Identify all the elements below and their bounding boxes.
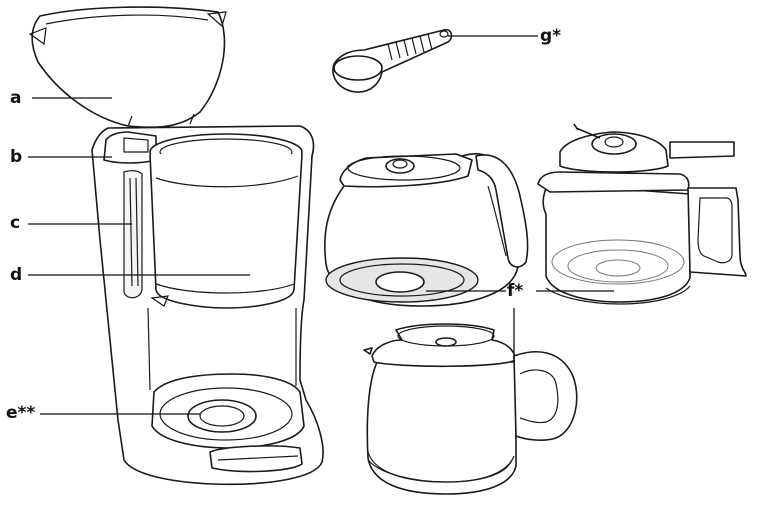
label-c: c bbox=[10, 213, 21, 233]
filter-holder bbox=[149, 133, 303, 309]
label-b: b bbox=[10, 147, 23, 167]
label-a: a bbox=[10, 88, 22, 108]
label-d: d bbox=[10, 265, 23, 285]
water-level-window bbox=[123, 170, 143, 299]
leader-lines bbox=[28, 35, 614, 415]
measuring-spoon bbox=[332, 28, 453, 93]
glass-carafe-alt bbox=[537, 123, 747, 305]
thermal-carafe bbox=[363, 323, 578, 495]
coffee-maker bbox=[28, 6, 324, 486]
glass-carafe bbox=[324, 153, 529, 307]
label-g: g* bbox=[540, 26, 562, 46]
label-f: f* bbox=[507, 281, 524, 301]
lid bbox=[28, 6, 227, 129]
label-e: e** bbox=[6, 403, 36, 423]
